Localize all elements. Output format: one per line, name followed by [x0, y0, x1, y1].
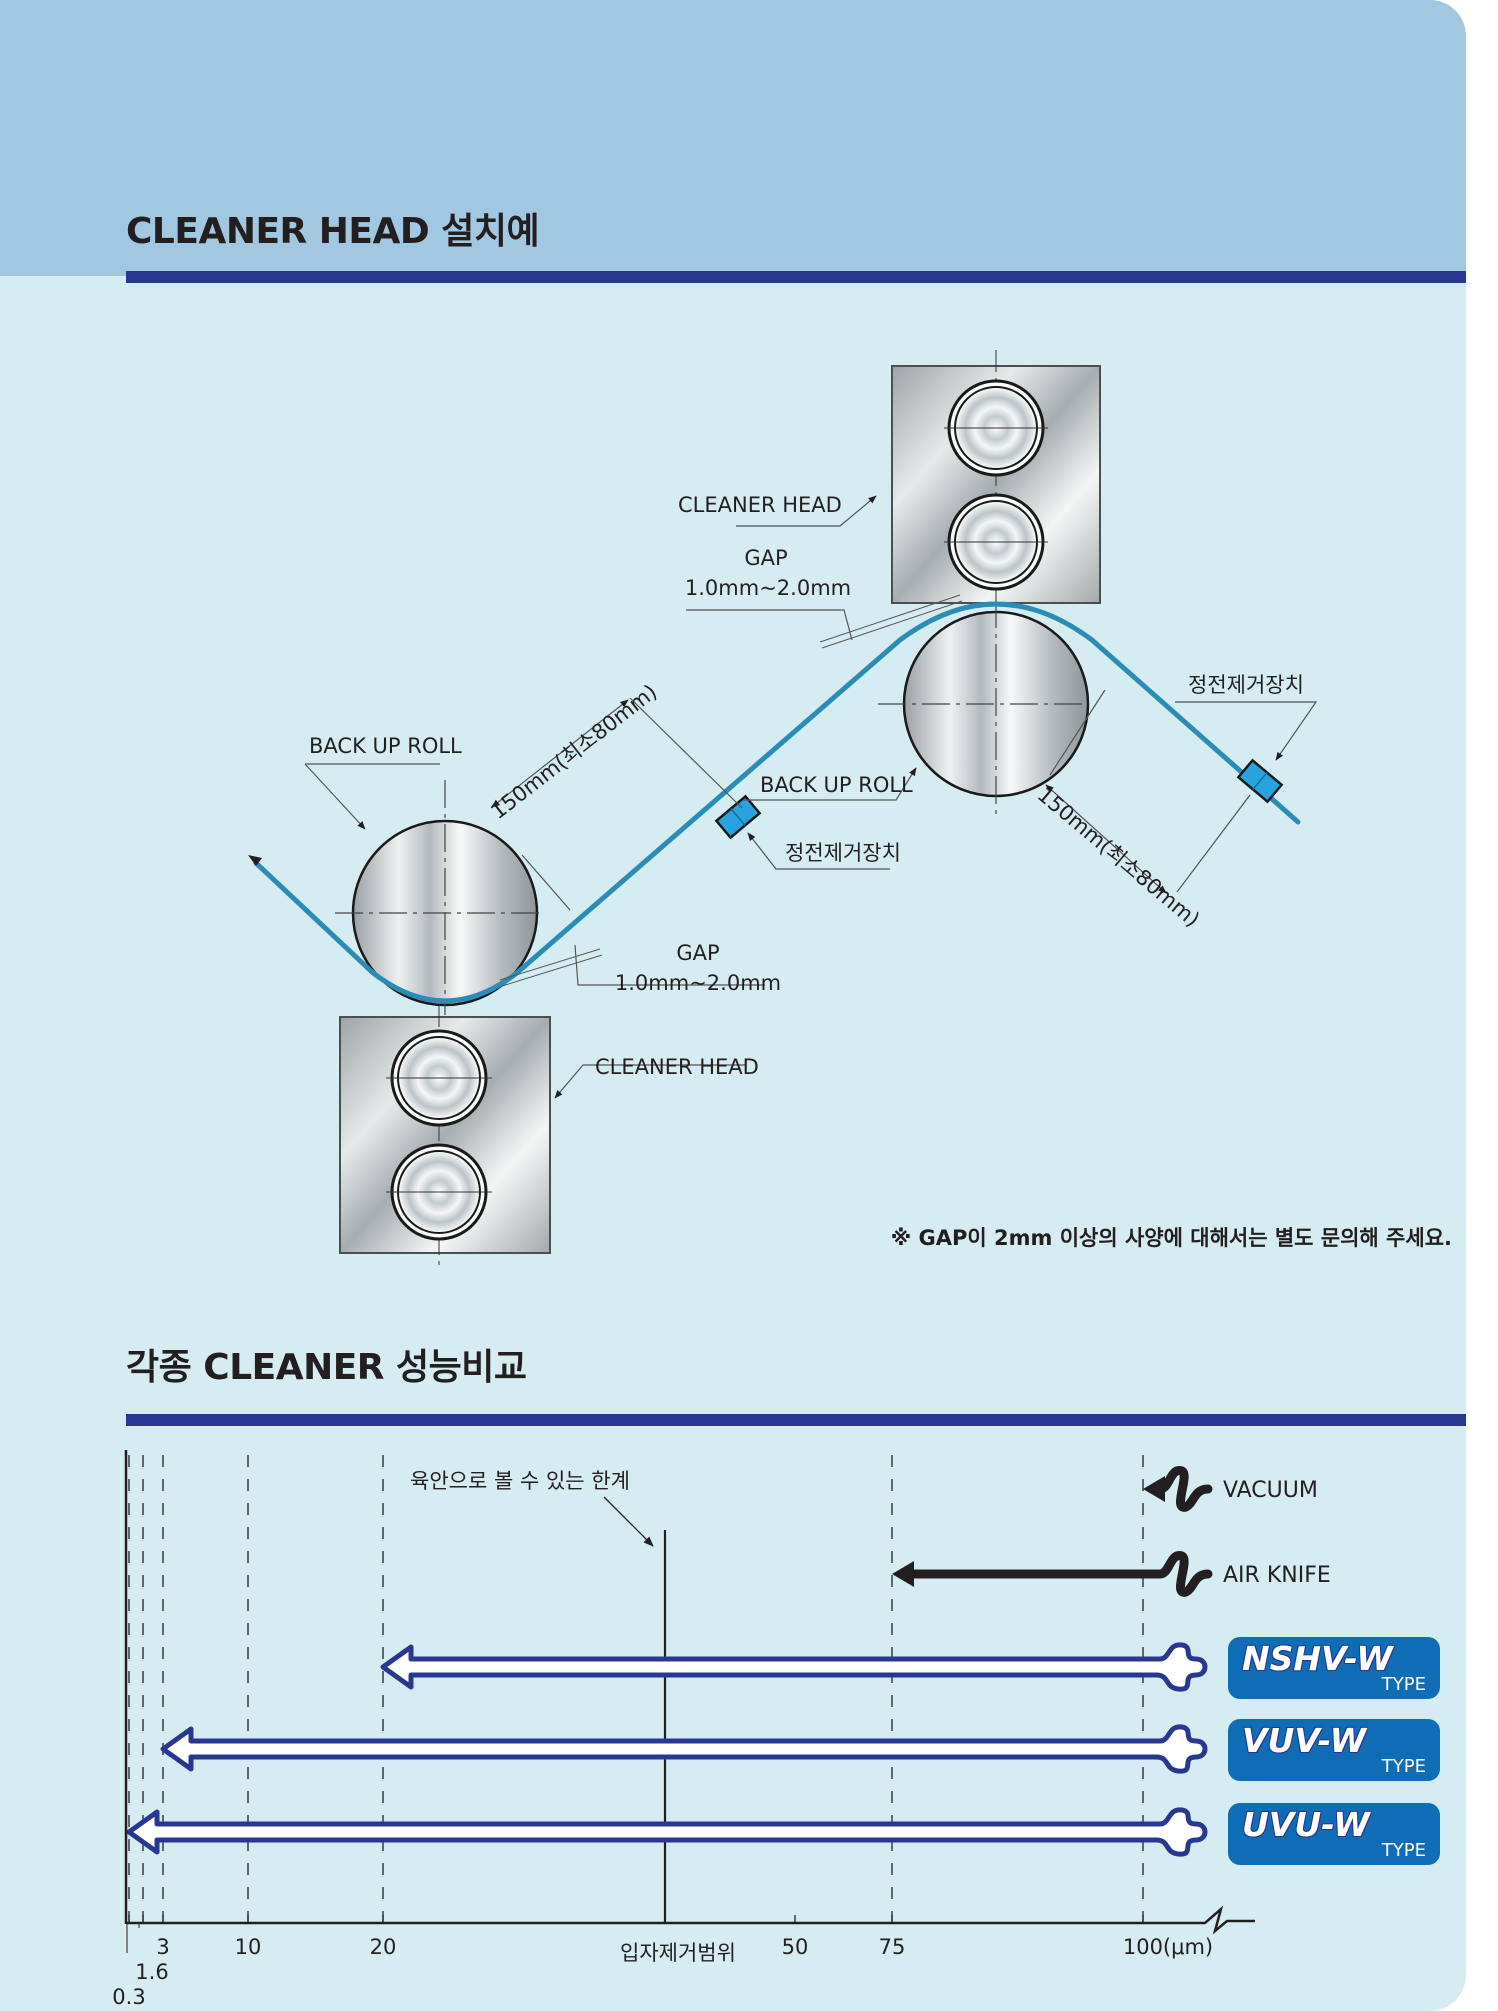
x-axis-label: 입자제거범위	[620, 1941, 736, 1965]
label-distance-left: 150mm(최소80mm)	[486, 680, 661, 824]
cleaner-head-bottom	[339, 1005, 551, 1268]
type-badge-suffix: TYPE	[1381, 1674, 1426, 1695]
range-arrowhead-icon	[1143, 1476, 1165, 1502]
range-bar-uvu-w	[126, 1807, 1208, 1857]
range-bar-line	[1152, 1466, 1213, 1512]
x-tick-label: 10	[235, 1935, 262, 1959]
range-arrowhead-icon	[892, 1561, 914, 1587]
head-roller	[386, 1029, 492, 1127]
section-title-comparison: 각종 CLEANER 성능비교	[126, 1347, 527, 1388]
label-gap-bottom-value: 1.0mm~2.0mm	[615, 971, 781, 995]
range-bar-arrow	[160, 1724, 1208, 1774]
back-up-roll-top	[878, 600, 1090, 815]
x-axis-line	[126, 1905, 1255, 1935]
static-remover-right	[1236, 758, 1284, 804]
head-roller	[386, 1143, 492, 1241]
x-tick-label: 1.6	[135, 1960, 168, 1984]
label-cleaner-head-top: CLEANER HEAD	[678, 493, 842, 517]
visible-limit-pointer	[603, 1496, 654, 1547]
x-tick-label: 20	[370, 1935, 397, 1959]
label-back-up-roll-left: BACK UP ROLL	[309, 734, 462, 758]
range-bar-line	[901, 1551, 1213, 1597]
performance-chart: VACUUM AIR KNIFE 0.31.63 10 20 50 75 100(μm) 육…	[112, 1450, 1331, 2009]
gap-note: ※ GAP이 2mm 이상의 사양에 대해서는 별도 문의해 주세요.	[890, 1226, 1452, 1250]
type-badge-vuv-w: VUV-W TYPE	[1228, 1719, 1440, 1781]
x-tick-label: 0.3	[112, 1985, 145, 2009]
series-label: AIR KNIFE	[1223, 1563, 1331, 1588]
type-badge-uvu-w: UVU-W TYPE	[1228, 1803, 1440, 1865]
film-direction-arrow-icon	[248, 855, 262, 866]
label-back-up-roll-right: BACK UP ROLL	[760, 773, 913, 797]
x-tick-label: 50	[782, 1935, 809, 1959]
label-gap-top-value: 1.0mm~2.0mm	[685, 576, 851, 600]
type-badge-suffix: TYPE	[1381, 1840, 1426, 1861]
label-static-remover-right: 정전제거장치	[1188, 673, 1304, 697]
static-remover-mid	[714, 794, 762, 840]
type-badge-name: NSHV-W	[1242, 1639, 1393, 1678]
series-label: VACUUM	[1223, 1478, 1318, 1503]
range-bar-arrow	[380, 1642, 1208, 1692]
x-tick-label: 100(μm)	[1123, 1935, 1213, 1959]
label-gap-top-title: GAP	[744, 546, 787, 570]
head-roller	[944, 379, 1048, 477]
label-static-remover-mid: 정전제거장치	[785, 841, 901, 865]
x-tick-label: 3	[156, 1935, 169, 1959]
range-bar-arrow	[126, 1807, 1208, 1857]
type-badge-name: VUV-W	[1242, 1721, 1367, 1760]
section-title-installation: CLEANER HEAD 설치예	[126, 211, 540, 252]
header-band	[0, 0, 1466, 276]
range-bar-vacuum: VACUUM	[1143, 1466, 1318, 1512]
label-distance-right: 150mm(최소80mm)	[1033, 782, 1204, 931]
head-roller	[944, 493, 1048, 591]
x-tick-label: 75	[879, 1935, 906, 1959]
section-rule-1	[126, 271, 1466, 283]
type-badge-name: UVU-W	[1242, 1805, 1370, 1844]
label-cleaner-head-bottom: CLEANER HEAD	[595, 1055, 759, 1079]
back-up-roll-bottom	[335, 780, 541, 1015]
range-bar-nshv-w	[380, 1642, 1208, 1692]
cleaner-head-top	[891, 350, 1101, 620]
label-gap-bottom-title: GAP	[676, 941, 719, 965]
range-bar-vuv-w	[160, 1724, 1208, 1774]
film-web-path	[253, 601, 1301, 1004]
installation-diagram: CLEANER HEAD GAP 1.0mm~2.0mm 정전제거장치 BACK…	[248, 350, 1318, 1268]
type-badge-suffix: TYPE	[1381, 1756, 1426, 1777]
section-rule-2	[126, 1414, 1466, 1426]
visible-limit-annotation: 육안으로 볼 수 있는 한계	[410, 1469, 630, 1493]
range-bar-air-knife: AIR KNIFE	[892, 1551, 1331, 1597]
